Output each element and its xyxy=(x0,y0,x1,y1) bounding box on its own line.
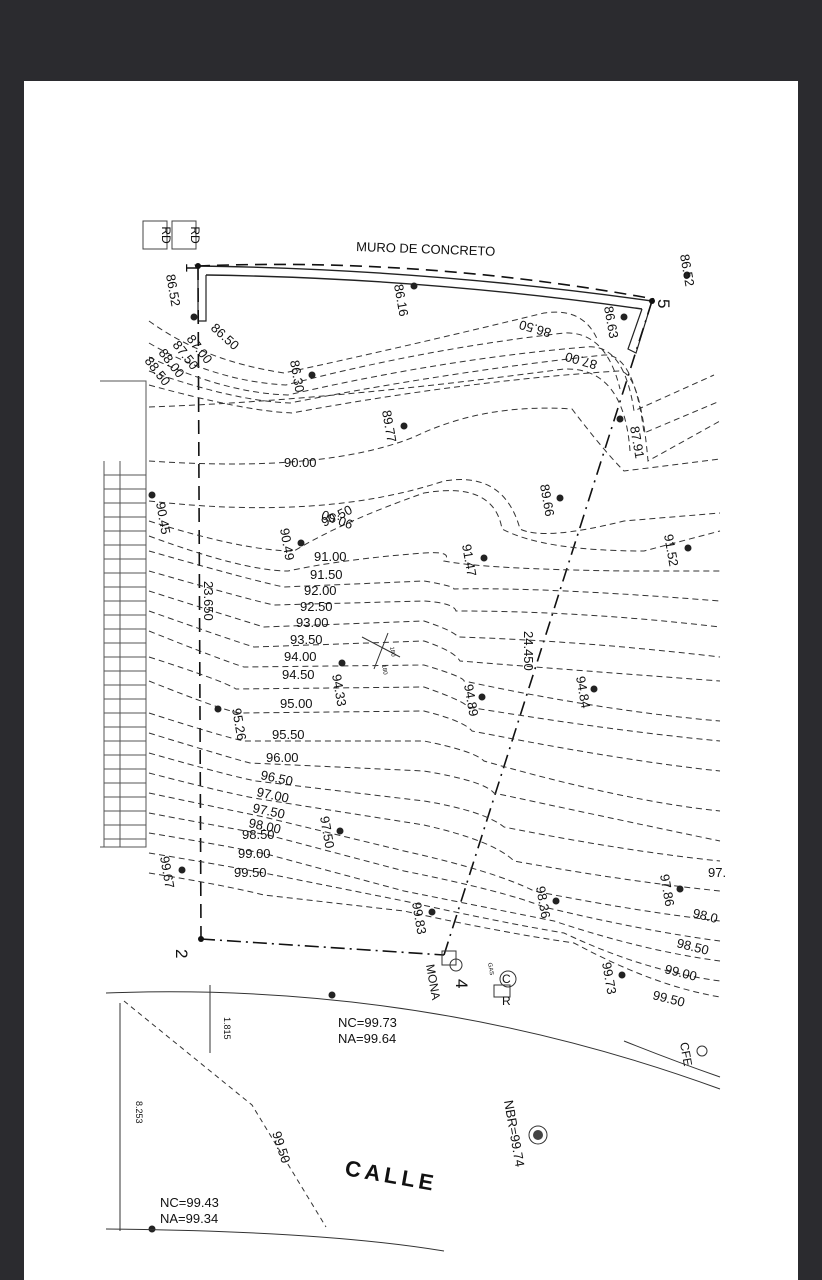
utility-label-c: C xyxy=(502,972,511,986)
drawing-sheet: RD RD MURO DE CONCRETO 1 2 4 5 23.650 24… xyxy=(24,81,798,1280)
contour-label: 99.50 xyxy=(234,865,267,880)
spot-elevation: 94.33 xyxy=(329,673,349,708)
bench-mark-label: 180 xyxy=(380,664,388,676)
contour-label: 97.50 xyxy=(251,800,286,821)
vertex-label: 5 xyxy=(654,299,673,308)
dimension-label: 8.253 xyxy=(134,1101,144,1124)
spot-labels: 86.52 86.16 86.63 86.52 86.30 89.77 87.9… xyxy=(153,253,697,996)
street-nc-bottom: NC=99.43 xyxy=(160,1195,219,1210)
spot-elevation: 91.52 xyxy=(661,533,681,568)
side-length-label: 24.450 xyxy=(521,631,536,671)
left-structure xyxy=(100,380,147,848)
spot-elevation: 86.63 xyxy=(601,305,621,340)
contour-label: 93.00 xyxy=(296,615,329,630)
vertex-markers xyxy=(195,263,655,942)
dimension-label: 1.815 xyxy=(222,1017,232,1040)
street-na-bottom: NA=99.34 xyxy=(160,1211,218,1226)
contour-label: 93.50 xyxy=(290,632,323,647)
street-name: CALLE xyxy=(343,1155,439,1196)
rd-tag-label: RD xyxy=(159,226,173,244)
vertex-label: 2 xyxy=(172,949,191,958)
topographic-plan: RD RD MURO DE CONCRETO 1 2 4 5 23.650 24… xyxy=(100,220,726,1252)
contour-label: 92.50 xyxy=(300,599,333,614)
contour-label: 98.50 xyxy=(242,827,275,842)
utility-label-mona: MONA xyxy=(423,963,443,1001)
spot-elevation: 87.91 xyxy=(627,425,647,460)
contour-label: 94.00 xyxy=(284,649,317,664)
spot-elevation: 89.77 xyxy=(379,409,399,444)
spot-elevation: 99.83 xyxy=(409,901,429,936)
spot-elevation: 90.45 xyxy=(153,501,173,536)
contour-label: 99.50 xyxy=(651,987,686,1009)
contour-label: 94.50 xyxy=(282,667,315,682)
spot-elevation: 94.84 xyxy=(573,675,593,710)
spot-elevation: 99.67 xyxy=(157,855,177,890)
spot-elevation: 95.26 xyxy=(229,707,249,742)
spot-elevation: 98.36 xyxy=(533,885,553,920)
rd-tag-box xyxy=(142,220,168,250)
rd-tag-label: RD xyxy=(188,226,202,244)
contour-label: 98.0 xyxy=(691,905,719,926)
contour-label: 91.50 xyxy=(310,567,343,582)
utility-label-gas: GAS xyxy=(486,962,494,976)
contour-label: 90.00 xyxy=(284,455,317,470)
bench-mark-cross xyxy=(361,632,401,670)
contour-label: 97. xyxy=(708,865,726,880)
contour-label: 95.00 xyxy=(280,696,313,711)
contour-label: 99.50 xyxy=(269,1129,293,1165)
street-nc-top: NC=99.73 xyxy=(338,1015,397,1030)
contour-label: 99.00 xyxy=(663,961,698,983)
spot-markers xyxy=(148,271,692,1233)
vertex-label: 4 xyxy=(452,979,471,988)
contour-label: 86.50 xyxy=(208,320,242,353)
nbr-marker xyxy=(528,1125,548,1145)
contour-label: 98.00 xyxy=(247,815,282,836)
concrete-wall: MURO DE CONCRETO xyxy=(197,239,653,354)
spot-elevation: 89.66 xyxy=(537,483,557,518)
utility-label-r: R xyxy=(502,994,511,1008)
bench-mark-label: 180 xyxy=(388,646,396,658)
spot-elevation: 91.47 xyxy=(459,543,479,578)
contour-label: 92.00 xyxy=(304,583,337,598)
vertex-label: 1 xyxy=(182,263,201,272)
street-lines xyxy=(105,985,721,1252)
contour-label: 96.00 xyxy=(266,750,299,765)
contour-label: 96.50 xyxy=(259,767,294,788)
street-na-top: NA=99.64 xyxy=(338,1031,396,1046)
wall-label: MURO DE CONCRETO xyxy=(356,239,496,259)
spot-elevation: 97.86 xyxy=(657,873,677,908)
spot-elevation: 94.89 xyxy=(461,683,481,718)
contour-label: 95.50 xyxy=(272,727,305,742)
spot-elevation: 86.16 xyxy=(391,283,411,318)
spot-elevation: 99.73 xyxy=(599,961,619,996)
spot-elevation: 90.49 xyxy=(277,527,297,562)
rd-tags: RD RD xyxy=(142,220,202,250)
rd-tag-box xyxy=(171,220,197,250)
spot-elevation: 86.52 xyxy=(677,253,697,288)
contour-lines xyxy=(148,311,721,998)
contour-label: 97.00 xyxy=(255,784,290,805)
spot-elevation: 97.50 xyxy=(317,815,337,850)
spot-elevation: 86.52 xyxy=(163,273,183,308)
contour-label: 91.00 xyxy=(314,549,347,564)
nbr-label: NBR=99.74 xyxy=(501,1099,528,1168)
contour-label: 99.00 xyxy=(238,846,271,861)
contour-label: 86.50 xyxy=(517,317,552,340)
side-length-label: 23.650 xyxy=(201,581,216,621)
utility-symbols xyxy=(441,950,708,1057)
property-boundary xyxy=(197,263,655,956)
utility-label-cfe: CFE xyxy=(677,1041,695,1067)
spot-elevation: 86.30 xyxy=(287,359,307,394)
